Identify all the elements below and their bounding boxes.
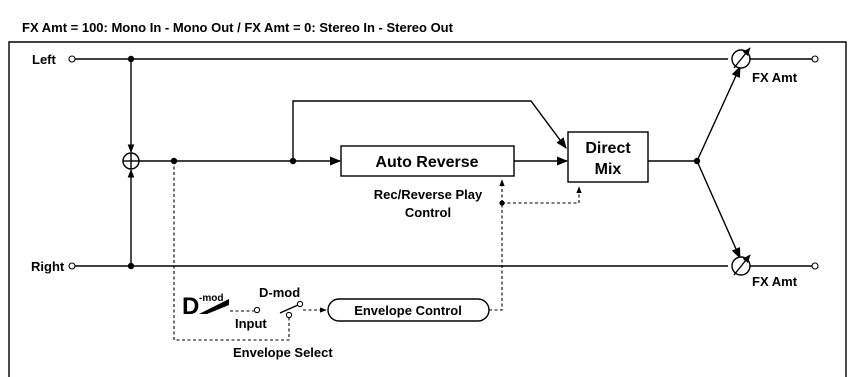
control-to-direct-mix-line (502, 186, 582, 204)
right-input-label: Right (31, 259, 65, 274)
left-input-terminal (68, 55, 76, 63)
dry-to-direct-mix-line (292, 100, 567, 161)
right-output-terminal (811, 262, 819, 270)
auto-reverse-block (340, 145, 515, 177)
direct-mix-label-line2: Mix (595, 161, 622, 178)
diagram-frame (8, 41, 847, 377)
dmod-ramp-icon (199, 299, 229, 314)
envelope-to-control-line (489, 203, 503, 311)
input-option-label: Input (235, 316, 267, 331)
input-envelope-dashed-line (173, 161, 290, 341)
fx-amt-left-label: FX Amt (752, 70, 798, 85)
switch-common-terminal (296, 300, 304, 308)
envelope-control-label: Envelope Control (354, 303, 462, 318)
dmod-source-letter: D (182, 293, 199, 320)
auto-reverse-label: Auto Reverse (375, 154, 478, 171)
rec-reverse-label-line1: Rec/Reverse Play (374, 187, 483, 202)
fx-amt-left-control-icon (731, 47, 751, 69)
summing-junction-icon (122, 152, 140, 170)
left-junction-dot (127, 55, 135, 63)
dmod-source-superscript: -mod (199, 293, 223, 304)
fx-amt-right-control-icon (731, 254, 751, 276)
fx-amt-right-label: FX Amt (752, 274, 798, 289)
wet-to-right-out-line (696, 160, 741, 260)
right-junction-dot (127, 262, 135, 270)
right-input-terminal (68, 262, 76, 270)
left-input-label: Left (32, 52, 57, 67)
dmod-option-label: D-mod (259, 285, 300, 300)
left-output-terminal (811, 55, 819, 63)
input-switch-terminal (285, 311, 293, 319)
rec-reverse-label-line2: Control (405, 205, 451, 220)
wet-to-left-out-line (696, 65, 741, 162)
dmod-switch-terminal (253, 306, 261, 314)
mode-description-heading: FX Amt = 100: Mono In - Mono Out / FX Am… (22, 20, 454, 35)
envelope-select-label: Envelope Select (233, 345, 333, 360)
direct-mix-block (567, 131, 649, 183)
direct-mix-label-line1: Direct (585, 140, 631, 157)
envelope-select-switch-icon (279, 304, 299, 314)
